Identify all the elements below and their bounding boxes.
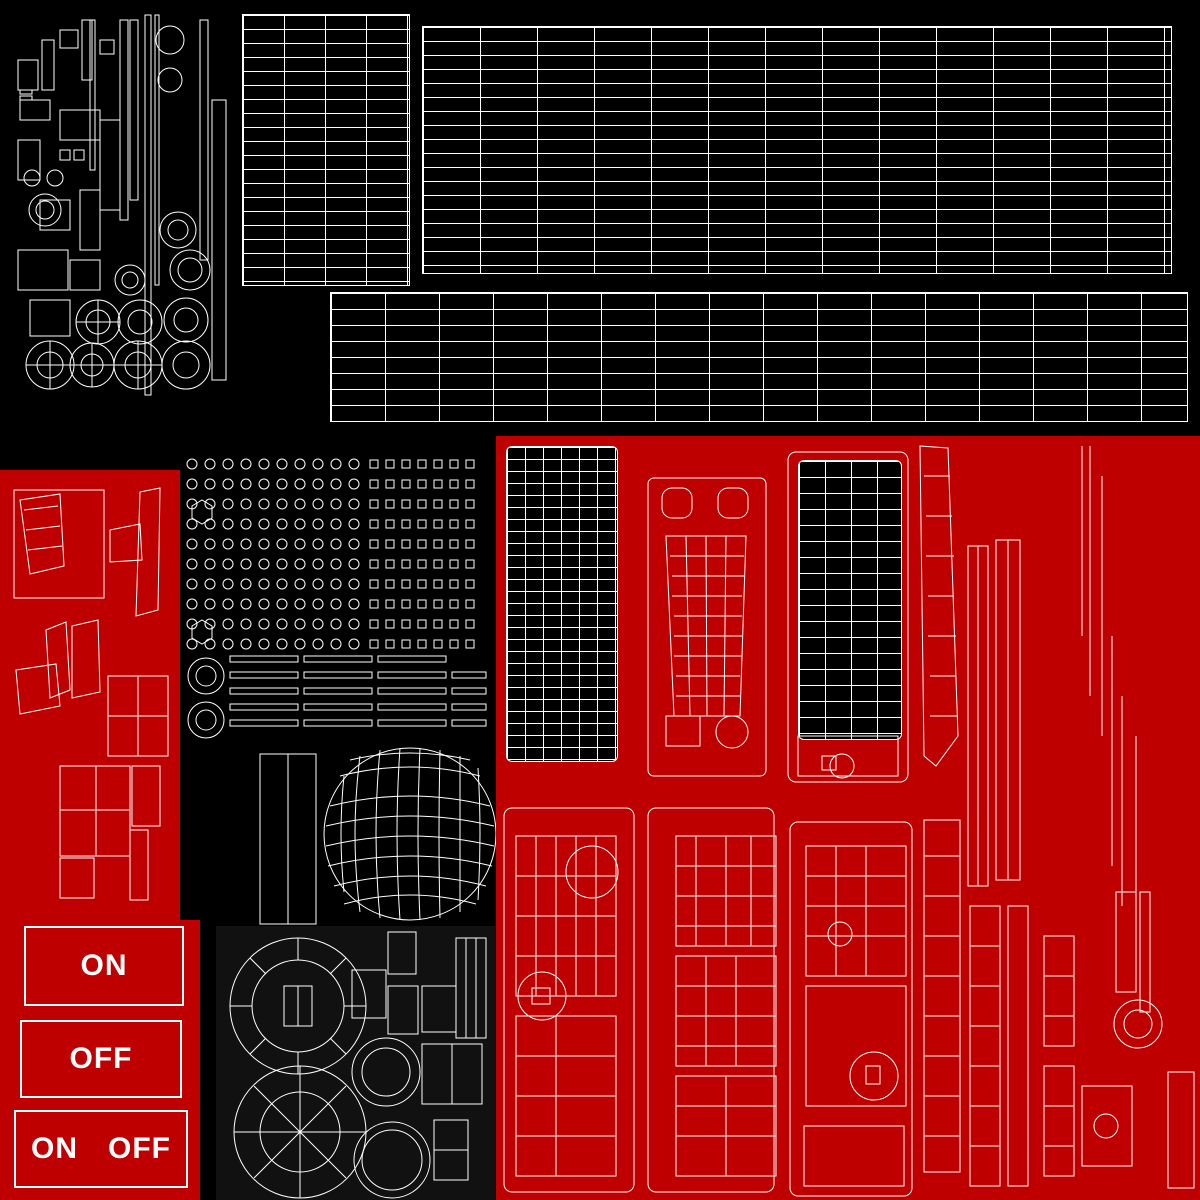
parts-sheet-icons bbox=[186, 458, 487, 739]
off-label-large: OFF bbox=[20, 1020, 182, 1098]
wireframe-grid-middle-wide bbox=[330, 292, 1188, 422]
on-off-label-combined: ON OFF bbox=[14, 1110, 188, 1188]
red-label-panel bbox=[0, 920, 200, 1200]
red-left-panel bbox=[0, 470, 180, 920]
circle-sheet-black bbox=[180, 746, 496, 926]
gauge-wireframes bbox=[229, 931, 487, 1199]
off-label-small-text: OFF bbox=[108, 1132, 171, 1165]
on-label-small-text: ON bbox=[31, 1132, 78, 1165]
strip-and-circle bbox=[259, 747, 496, 925]
on-label-large: ON bbox=[24, 926, 184, 1006]
grid-panel-red-1 bbox=[506, 446, 618, 762]
wireframe-grid-top-large bbox=[422, 26, 1172, 274]
small-parts-cluster bbox=[17, 14, 227, 396]
red-left-wireframes bbox=[13, 487, 169, 901]
wireframe-grid-top-small bbox=[242, 14, 410, 286]
grid-panel-red-2 bbox=[798, 460, 902, 740]
off-label-text: OFF bbox=[69, 1042, 133, 1075]
on-label-text: ON bbox=[80, 949, 128, 982]
red-right-wireframes bbox=[503, 445, 1195, 1197]
